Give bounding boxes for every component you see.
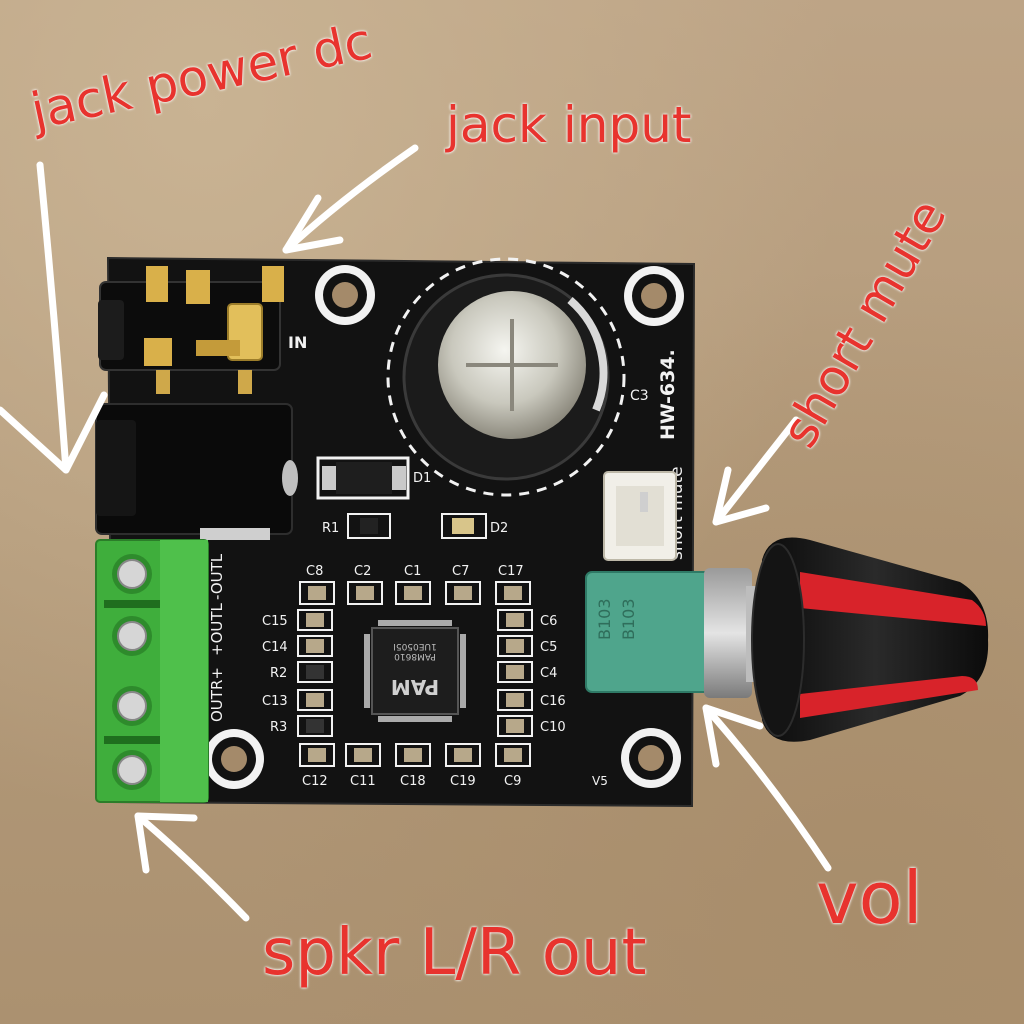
- mounting-hole-top-right: [624, 266, 684, 326]
- dc-power-jack: [95, 403, 298, 540]
- label-jack-input: jack input: [446, 96, 692, 154]
- volume-potentiometer: B103 B103: [585, 568, 768, 698]
- mounting-hole-bottom-right: [621, 728, 681, 788]
- out-left-minus-label: -OUTL: [208, 553, 226, 600]
- c4-label: C4: [540, 666, 557, 681]
- c12-label: C12: [302, 774, 328, 789]
- label-vol: vol: [816, 856, 923, 940]
- r2-label: R2: [270, 666, 287, 681]
- arrow-jack-power-dc: [36, 161, 70, 474]
- silkscreen-labels: C8 C2 C1 C7 C17 C15 C14 R2 C13 R3 C6 C5 …: [208, 333, 687, 789]
- diode-d1: D1: [316, 456, 431, 500]
- c6-label: C6: [540, 614, 557, 629]
- in-label: IN: [288, 333, 307, 352]
- c17-label: C17: [498, 564, 524, 579]
- c13-label: C13: [262, 694, 288, 709]
- out-right-plus-label: OUTR+: [208, 667, 226, 722]
- mute-header-connector: [603, 471, 677, 561]
- c14-label: C14: [262, 640, 288, 655]
- c7-label: C7: [452, 564, 469, 579]
- chip-code: 1UE0505I: [393, 641, 437, 651]
- r3-label: R3: [270, 720, 287, 735]
- c1-label: C1: [404, 564, 421, 579]
- chip-part: PAM8610: [394, 651, 436, 661]
- r1-label: R1: [322, 521, 339, 536]
- pot-marking-2: B103: [619, 598, 638, 640]
- smd-component-bodies: [306, 586, 524, 762]
- c11-label: C11: [350, 774, 376, 789]
- c19-label: C19: [450, 774, 476, 789]
- chip-brand: PAM: [391, 675, 439, 699]
- c10-label: C10: [540, 720, 566, 735]
- audio-input-jack: [98, 266, 284, 394]
- arrow-vol: [702, 704, 832, 872]
- arrow-jack-input: [282, 144, 419, 254]
- c5-label: C5: [540, 640, 557, 655]
- d2-label: D2: [490, 521, 508, 536]
- terminal-screws: [112, 554, 152, 790]
- pot-marking-1: B103: [595, 598, 614, 640]
- arrow-short-mute: [712, 416, 800, 526]
- c18-label: C18: [400, 774, 426, 789]
- mounting-hole-bottom-left: [204, 729, 264, 789]
- c16-label: C16: [540, 694, 566, 709]
- c9-label: C9: [504, 774, 521, 789]
- smd-components: [297, 581, 533, 767]
- c8-label: C8: [306, 564, 323, 579]
- capacitor-c3: C3: [386, 257, 649, 497]
- out-left-plus-label: +OUTL: [208, 602, 226, 656]
- led-d2: D2: [441, 513, 508, 539]
- d1-label: D1: [413, 471, 431, 486]
- volume-knob: [751, 537, 989, 742]
- mounting-hole-top-left: [315, 265, 375, 325]
- arrow-spkr-out: [134, 812, 250, 922]
- speaker-terminal-block: [95, 539, 209, 803]
- resistor-r1: R1: [322, 513, 391, 539]
- pam8610-chip: PAM PAM8610 1UE0505I: [364, 620, 466, 722]
- label-spkr-out: spkr L/R out: [262, 916, 647, 990]
- c3-label: C3: [630, 388, 649, 404]
- model-label: HW-634.: [657, 349, 679, 440]
- c2-label: C2: [354, 564, 371, 579]
- annotation-arrows: [0, 144, 832, 922]
- v5-label: V5: [592, 774, 608, 788]
- c15-label: C15: [262, 614, 288, 629]
